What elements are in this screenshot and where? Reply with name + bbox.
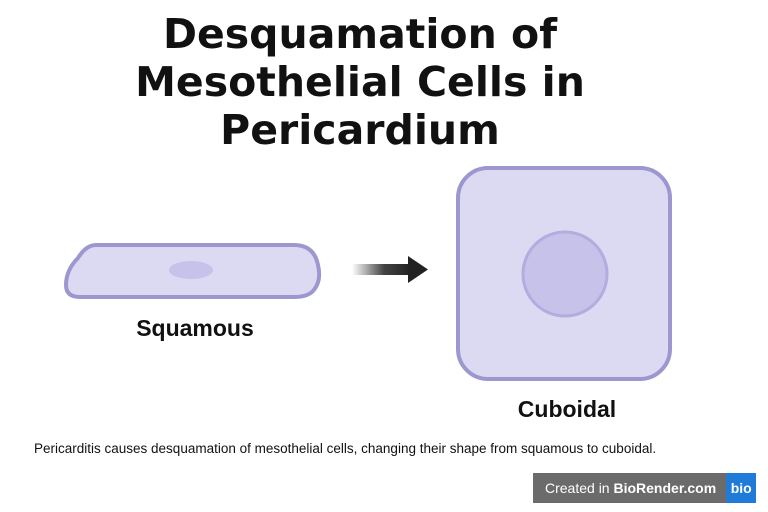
badge-prefix: Created in (545, 480, 614, 496)
badge-text: Created in BioRender.com (533, 473, 727, 503)
badge-brand: BioRender.com (613, 480, 717, 496)
figure-caption: Pericarditis causes desquamation of meso… (34, 441, 657, 456)
cuboidal-cell (456, 166, 672, 381)
page-title: Desquamation of Mesothelial Cells in Per… (110, 10, 610, 154)
biorender-logo-icon: bio (726, 473, 757, 503)
cuboidal-label: Cuboidal (517, 396, 617, 422)
biorender-badge[interactable]: Created in BioRender.com bio (533, 473, 757, 503)
squamous-label: Squamous (136, 315, 254, 341)
squamous-nucleus (169, 261, 213, 279)
title-line-1: Desquamation of (162, 10, 558, 58)
squamous-cell (63, 243, 322, 299)
cuboidal-nucleus (521, 230, 609, 318)
title-line-2: Mesothelial Cells in (135, 58, 585, 106)
arrow-right-icon (352, 256, 428, 283)
title-line-3: Pericardium (220, 106, 500, 154)
